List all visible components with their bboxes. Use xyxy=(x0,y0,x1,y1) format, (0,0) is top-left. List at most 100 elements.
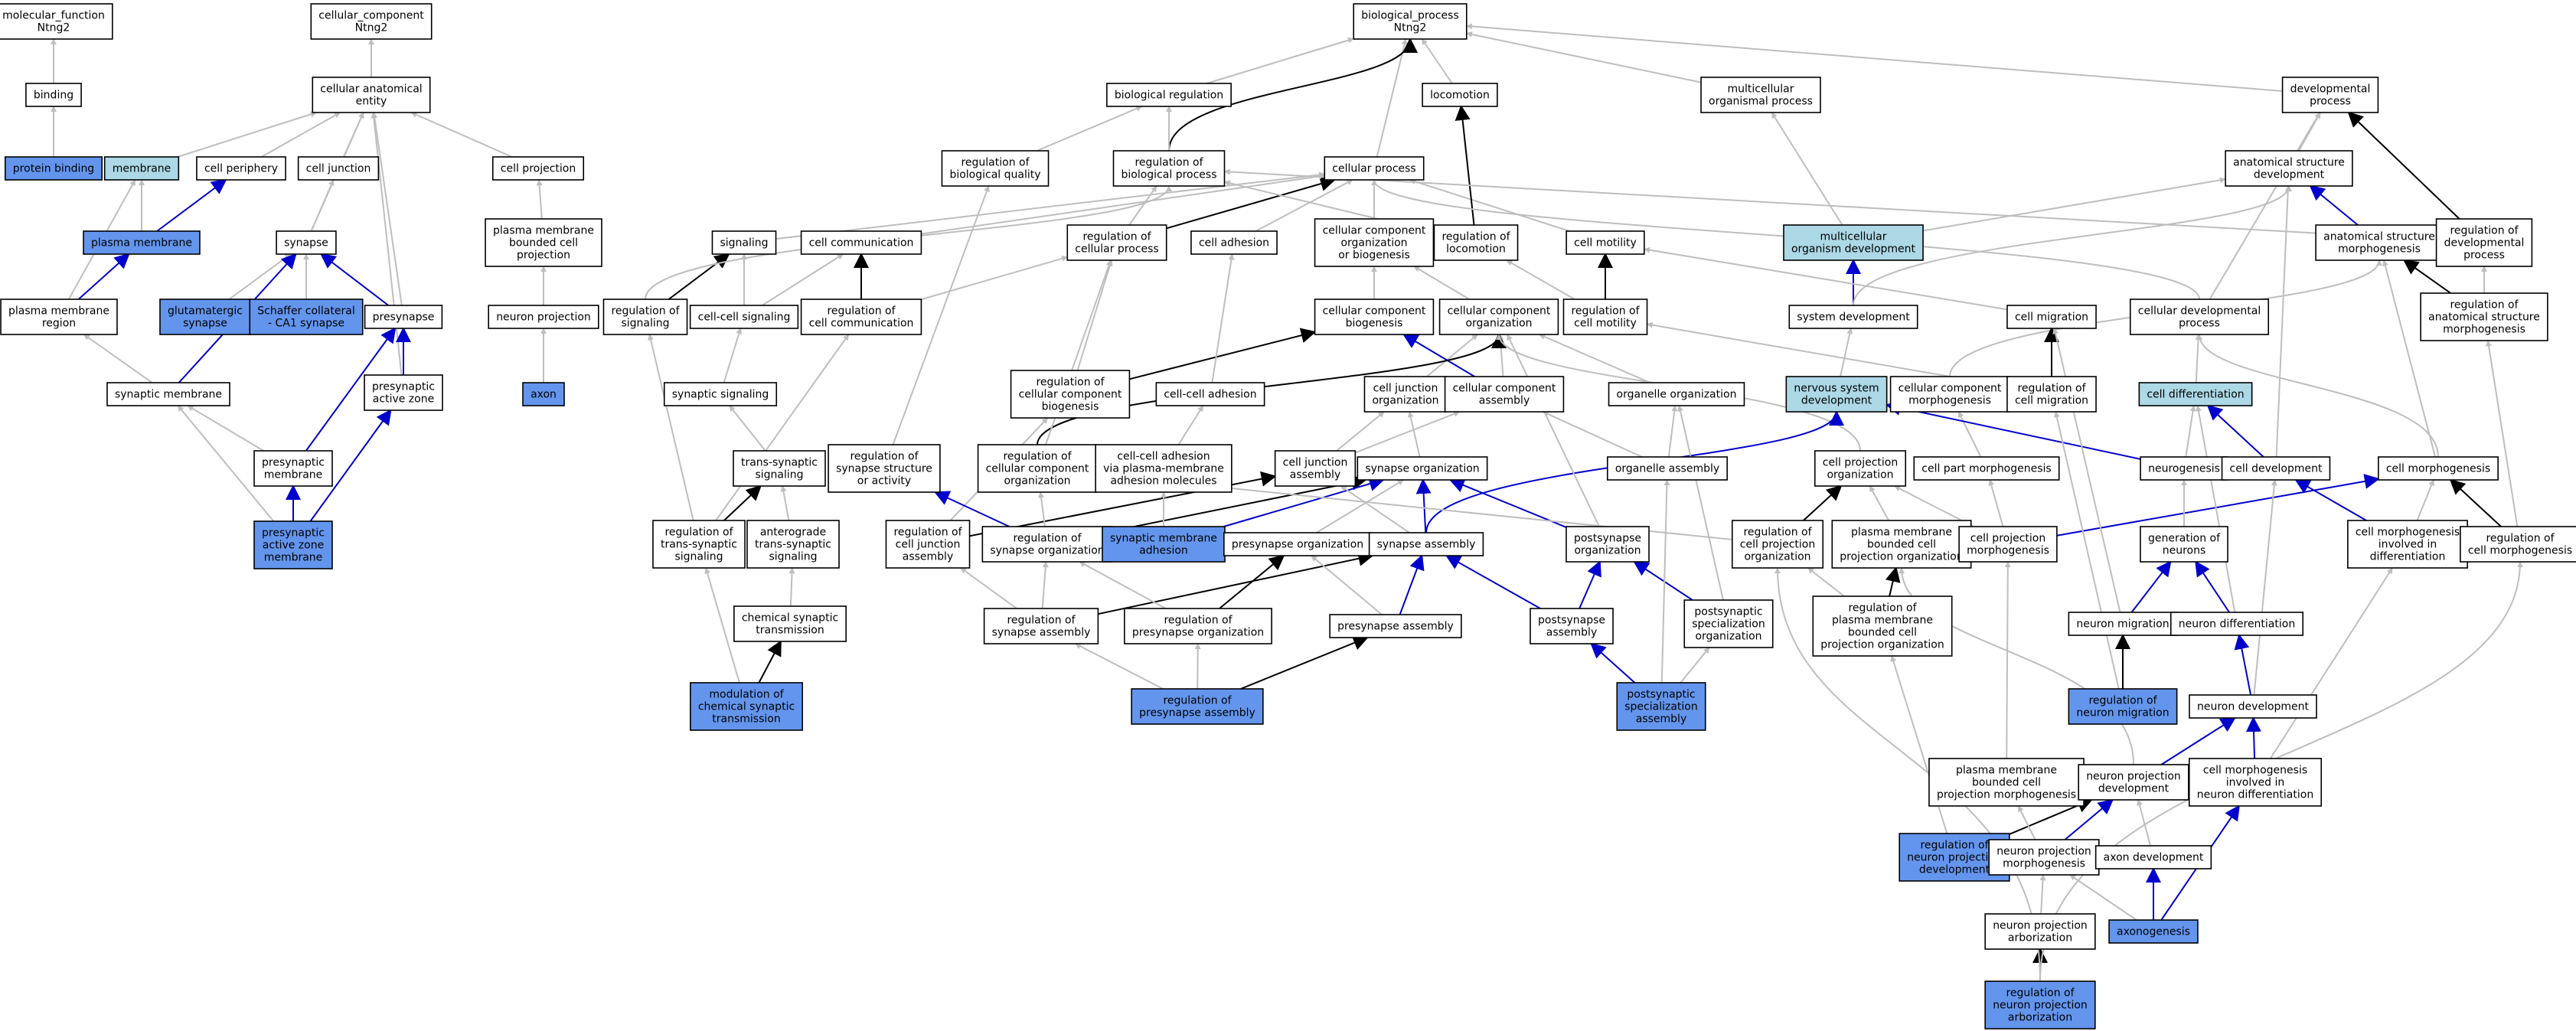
edge-line xyxy=(933,491,1010,527)
node-label-line: postsynapse xyxy=(1574,532,1641,544)
node-box xyxy=(1274,450,1357,487)
go-term-node: protein binding xyxy=(4,156,103,181)
edge-is_a xyxy=(1774,567,2041,982)
go-term-node: cell development xyxy=(2221,456,2331,481)
edge-part_of xyxy=(1633,560,1693,601)
node-label-line: cellular_component xyxy=(318,9,424,21)
edge-is_a xyxy=(788,567,795,607)
edge-is_a xyxy=(1680,647,1710,684)
node-label-line: regulation of xyxy=(2088,694,2157,706)
edge-is_a xyxy=(1542,411,1643,458)
node-label-line: bounded cell xyxy=(509,237,578,249)
node-label-line: neuron differentiation xyxy=(2179,618,2295,630)
node-label-line: involved in xyxy=(2226,776,2285,788)
edge-line xyxy=(1507,334,1600,527)
edge-part_of xyxy=(2294,479,2367,521)
node-box xyxy=(1190,230,1278,255)
edge-is_a xyxy=(177,405,275,522)
edge-line xyxy=(1402,333,1475,377)
node-label-line: cell-cell adhesion xyxy=(1117,450,1210,462)
node-label-line: regulation of xyxy=(611,305,680,317)
go-term-node: synaptic signaling xyxy=(663,382,778,406)
go-term-node: plasma membrane xyxy=(83,230,201,255)
node-label-line: adhesion xyxy=(1139,544,1188,556)
node-label-line: neuron projection xyxy=(1993,999,2088,1011)
node-box xyxy=(312,77,431,113)
edge-part_of xyxy=(1399,554,1425,615)
edge-is_a xyxy=(2382,259,2437,458)
edge-line xyxy=(1037,106,1143,152)
edge-line xyxy=(2130,560,2172,613)
node-label-line: Ntng2 xyxy=(355,21,388,34)
edge-is_a xyxy=(2196,405,2236,613)
node-box xyxy=(1438,299,1559,335)
node-label-line: synaptic membrane xyxy=(1110,532,1217,544)
node-label-line: - CA1 synapse xyxy=(268,317,344,329)
edge-is_a xyxy=(960,567,1017,609)
go-term-node: cell adhesion xyxy=(1190,230,1278,255)
edge-line xyxy=(1539,334,1650,383)
node-box xyxy=(1155,382,1265,406)
node-label-line: regulation of xyxy=(2486,532,2555,544)
edge-line xyxy=(921,173,1326,235)
node-box xyxy=(2068,688,2178,725)
node-box xyxy=(253,520,333,569)
edge-line xyxy=(1445,555,1541,609)
edge-line xyxy=(305,327,397,452)
nodes-layer: molecular_functionNtng2cellular_componen… xyxy=(0,3,2576,1029)
node-label-line: cellular component xyxy=(1323,305,1426,317)
node-label-line: projection xyxy=(517,249,570,261)
edge-is_a xyxy=(1407,411,1421,458)
node-label-line: regulation of xyxy=(2450,299,2519,311)
edge-is_a xyxy=(2069,874,2137,921)
node-box xyxy=(1530,608,1614,644)
go-term-node: cell communication xyxy=(800,230,922,255)
node-label-line: synaptic membrane xyxy=(115,388,222,400)
edge-line xyxy=(1076,259,1113,371)
edge-line xyxy=(156,178,227,232)
node-label-line: plasma membrane xyxy=(493,224,594,237)
edge-line xyxy=(310,179,335,232)
node-label-line: cell projection xyxy=(1970,532,2045,544)
node-box xyxy=(746,520,840,569)
node-label-line: or biogenesis xyxy=(1338,249,1410,261)
edge-is_a xyxy=(1376,38,1408,158)
edge-is_a xyxy=(729,405,766,452)
node-label-line: cell communication xyxy=(809,317,914,329)
edge-is_a xyxy=(1255,179,1353,232)
edge-line xyxy=(1988,479,2004,527)
go-term-node: cell projection xyxy=(491,156,585,181)
node-box xyxy=(2129,299,2270,335)
node-label-line: presynapse organization xyxy=(1132,626,1264,638)
node-label-line: biological regulation xyxy=(1115,89,1223,101)
edge-is_a xyxy=(536,179,543,220)
node-label-line: synapse organization xyxy=(1365,462,1479,475)
edge-regulates xyxy=(1219,554,1285,609)
node-label-line: synapse structure xyxy=(836,462,932,475)
edge-part_of xyxy=(933,491,1010,527)
node-label-line: process xyxy=(2179,317,2220,329)
node-box xyxy=(488,305,599,329)
node-label-line: morphogenesis xyxy=(2003,857,2085,869)
go-term-node: cell-cell signaling xyxy=(689,305,799,329)
node-box xyxy=(1607,456,1728,481)
node-label-line: organismal process xyxy=(1709,95,1813,107)
edge-regulates xyxy=(723,485,762,521)
edge-line xyxy=(1448,478,1567,528)
edge-line xyxy=(1206,37,1354,84)
go-term-node: presynapse organization xyxy=(1223,532,1372,556)
node-label-line: regulation of xyxy=(1743,526,1812,538)
edge-line xyxy=(309,409,392,522)
node-label-line: regulation of xyxy=(2006,987,2075,999)
node-label-line: cell morphogenesis xyxy=(2468,544,2572,556)
